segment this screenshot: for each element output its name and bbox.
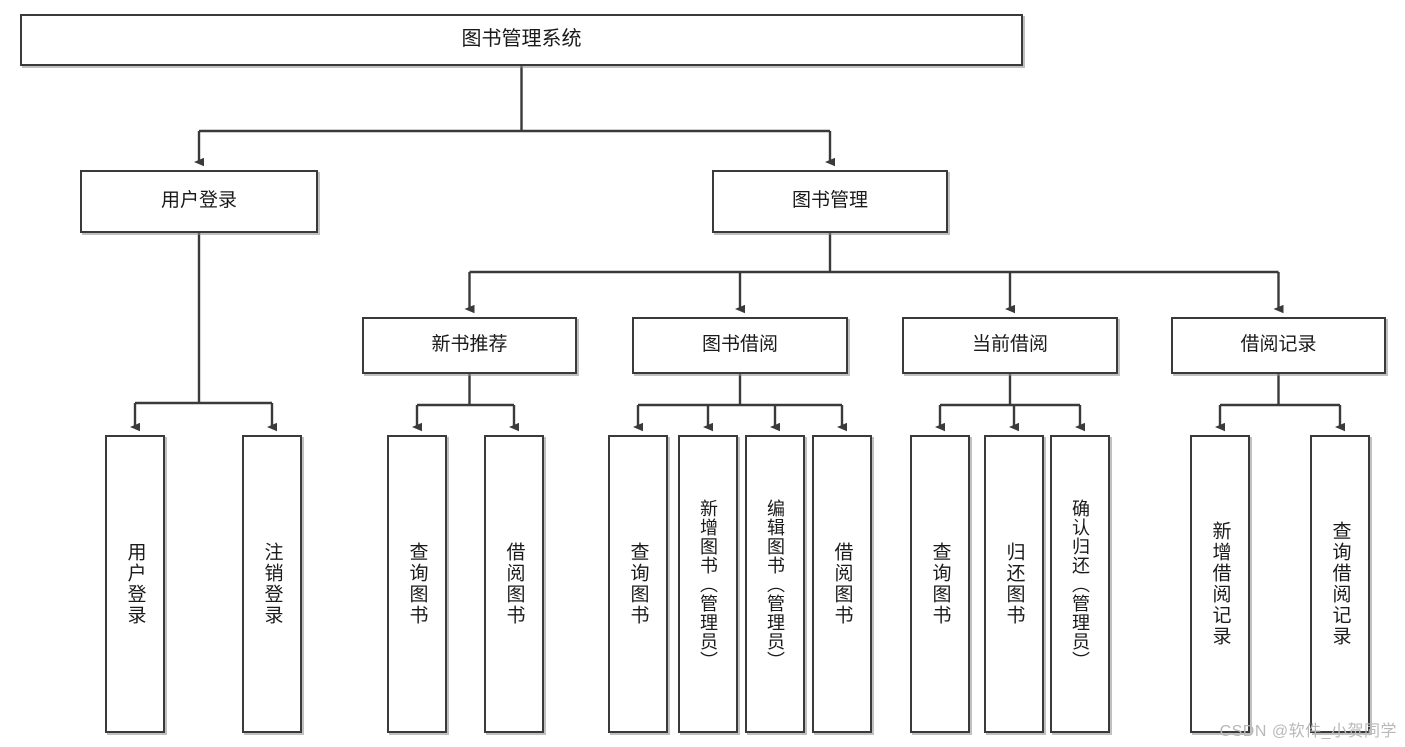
node-borrow-record[interactable]: 借阅记录 [1171, 317, 1386, 374]
node-leaf-return-book-label: 归还图书 [1003, 542, 1025, 626]
node-user-login[interactable]: 用户登录 [80, 170, 318, 233]
connector-group-book-manage [464, 233, 1284, 314]
node-leaf-add-borrow-record-label: 新增借阅记录 [1209, 521, 1231, 647]
node-leaf-logout-login-label: 注销登录 [261, 542, 283, 626]
node-leaf-logout-login[interactable]: 注销登录 [242, 435, 302, 733]
connector-group-book-borrow [633, 374, 847, 432]
node-leaf-query-borrow-record[interactable]: 查询借阅记录 [1310, 435, 1370, 733]
node-leaf-borrow-book-label: 借阅图书 [831, 542, 853, 626]
node-leaf-query-book-recommend[interactable]: 查询图书 [387, 435, 447, 733]
node-leaf-edit-book[interactable]: 编辑图书（管理员） [745, 435, 805, 733]
connector-group-borrow-record [1215, 374, 1345, 432]
node-leaf-query-book-recommend-label: 查询图书 [406, 542, 428, 626]
node-current-borrow-label: 当前借阅 [971, 334, 1048, 356]
node-leaf-add-book-label: 新增图书（管理员） [698, 498, 718, 670]
node-leaf-add-book[interactable]: 新增图书（管理员） [678, 435, 738, 733]
node-leaf-borrow-book[interactable]: 借阅图书 [812, 435, 872, 733]
node-leaf-borrow-book-recommend[interactable]: 借阅图书 [484, 435, 544, 733]
node-leaf-borrow-book-recommend-label: 借阅图书 [503, 542, 525, 626]
node-new-book-recommend-label: 新书推荐 [431, 334, 508, 356]
node-root[interactable]: 图书管理系统 [20, 14, 1023, 66]
watermark-text: CSDN @软件_小贺同学 [1219, 723, 1397, 740]
connector-group-current-borrow [935, 374, 1085, 432]
node-borrow-record-label: 借阅记录 [1240, 334, 1317, 356]
node-book-borrow-label: 图书借阅 [701, 334, 778, 356]
node-leaf-user-login[interactable]: 用户登录 [105, 435, 165, 733]
node-leaf-query-book-borrow[interactable]: 查询图书 [608, 435, 668, 733]
node-leaf-query-book-borrow-label: 查询图书 [627, 542, 649, 626]
node-user-login-label: 用户登录 [160, 190, 237, 212]
node-leaf-return-book[interactable]: 归还图书 [984, 435, 1044, 733]
node-root-label: 图书管理系统 [461, 28, 582, 51]
connector-group-new-book-recommend [412, 374, 519, 432]
node-leaf-query-borrow-record-label: 查询借阅记录 [1329, 521, 1351, 647]
node-leaf-add-borrow-record[interactable]: 新增借阅记录 [1190, 435, 1250, 733]
node-new-book-recommend[interactable]: 新书推荐 [362, 317, 577, 374]
node-leaf-query-book-current-label: 查询图书 [929, 542, 951, 626]
node-book-borrow[interactable]: 图书借阅 [632, 317, 848, 374]
node-leaf-confirm-return-label: 确认归还（管理员） [1070, 498, 1090, 670]
node-book-manage[interactable]: 图书管理 [712, 170, 948, 233]
node-leaf-confirm-return[interactable]: 确认归还（管理员） [1050, 435, 1110, 733]
connector-group-root [194, 66, 835, 167]
node-leaf-user-login-label: 用户登录 [124, 542, 146, 626]
node-leaf-query-book-current[interactable]: 查询图书 [910, 435, 970, 733]
node-leaf-edit-book-label: 编辑图书（管理员） [765, 498, 785, 670]
node-current-borrow[interactable]: 当前借阅 [902, 317, 1118, 374]
node-book-manage-label: 图书管理 [791, 190, 868, 212]
connector-group-user-login [130, 233, 277, 432]
